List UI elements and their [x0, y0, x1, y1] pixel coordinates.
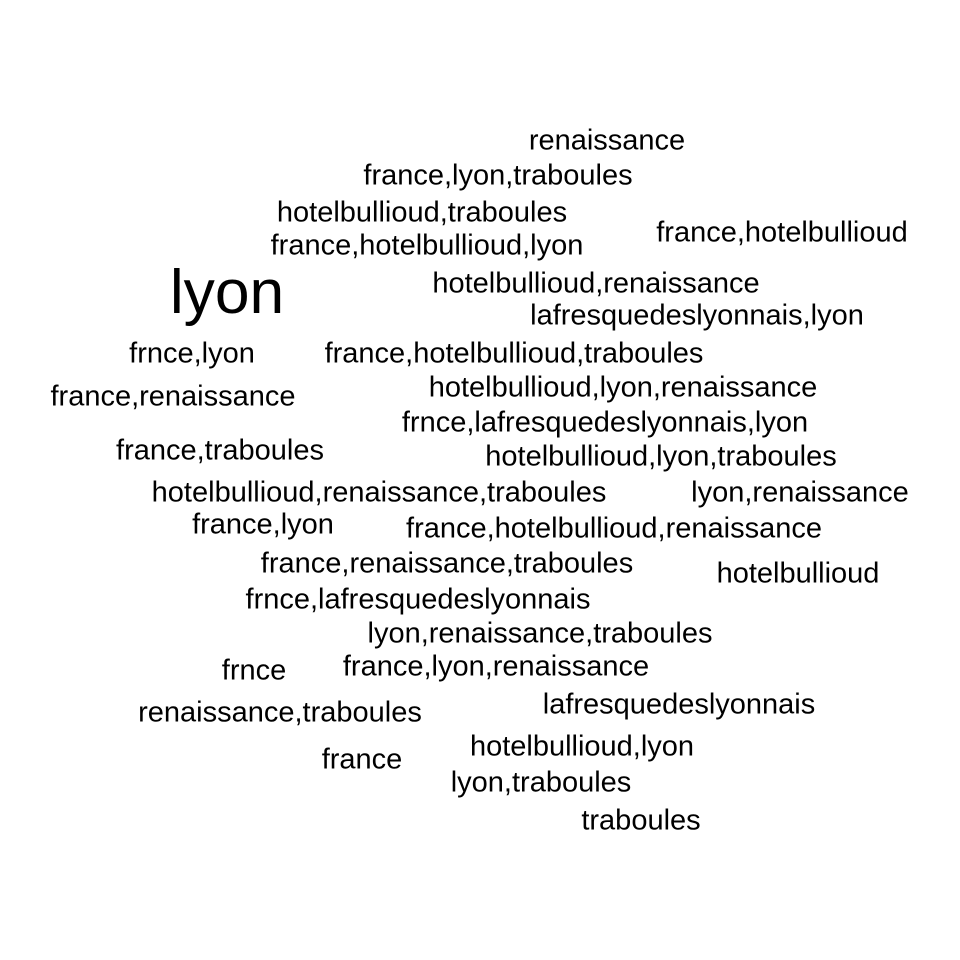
cloud-word-france-lyon-traboules: france,lyon,traboules	[363, 159, 633, 192]
cloud-word-hotelbullioud-lyon-renaissance: hotelbullioud,lyon,renaissance	[428, 371, 818, 404]
cloud-word-renaissance: renaissance	[528, 124, 686, 157]
cloud-word-lafresquedeslyonnais-lyon: lafresquedeslyonnais,lyon	[530, 299, 864, 332]
cloud-word-france-renaissance: france,renaissance	[50, 380, 296, 413]
cloud-word-france-renaissance-traboules: france,renaissance,traboules	[260, 547, 634, 580]
cloud-word-lyon: lyon	[169, 257, 285, 327]
cloud-word-france: france	[321, 743, 403, 776]
cloud-word-hotelbullioud-lyon: hotelbullioud,lyon	[469, 730, 695, 763]
cloud-word-renaissance-traboules: renaissance,traboules	[138, 696, 422, 729]
cloud-word-lafresquedeslyonnais: lafresquedeslyonnais	[542, 688, 816, 721]
cloud-word-france-hotelbullioud-renaissance: france,hotelbullioud,renaissance	[406, 512, 822, 545]
cloud-word-frnce: frnce	[221, 654, 287, 687]
cloud-word-france-hotelbullioud: france,hotelbullioud	[656, 216, 908, 249]
cloud-word-frnce-lafresquedeslyonnais-lyon: frnce,lafresquedeslyonnais,lyon	[401, 406, 809, 439]
cloud-word-france-hotelbullioud-traboules: france,hotelbullioud,traboules	[324, 337, 704, 370]
cloud-word-france-lyon-renaissance: france,lyon,renaissance	[342, 650, 650, 683]
cloud-word-hotelbullioud-renaissance: hotelbullioud,renaissance	[432, 267, 760, 300]
cloud-word-frnce-lafresquedeslyonnais: frnce,lafresquedeslyonnais	[245, 583, 591, 616]
cloud-word-traboules: traboules	[581, 804, 701, 837]
cloud-word-france-hotelbullioud-lyon: france,hotelbullioud,lyon	[270, 229, 584, 262]
cloud-word-hotelbullioud: hotelbullioud	[716, 557, 880, 590]
cloud-word-lyon-renaissance: lyon,renaissance	[691, 476, 909, 509]
cloud-word-hotelbullioud-renaissance-traboules: hotelbullioud,renaissance,traboules	[151, 476, 607, 509]
cloud-word-france-lyon: france,lyon	[192, 508, 334, 541]
cloud-word-lyon-traboules: lyon,traboules	[450, 766, 632, 799]
cloud-word-hotelbullioud-traboules: hotelbullioud,traboules	[276, 196, 568, 229]
cloud-word-lyon-renaissance-traboules: lyon,renaissance,traboules	[367, 617, 713, 650]
cloud-word-frnce-lyon: frnce,lyon	[129, 337, 255, 370]
cloud-word-france-traboules: france,traboules	[116, 434, 324, 467]
cloud-word-hotelbullioud-lyon-traboules: hotelbullioud,lyon,traboules	[485, 440, 837, 473]
